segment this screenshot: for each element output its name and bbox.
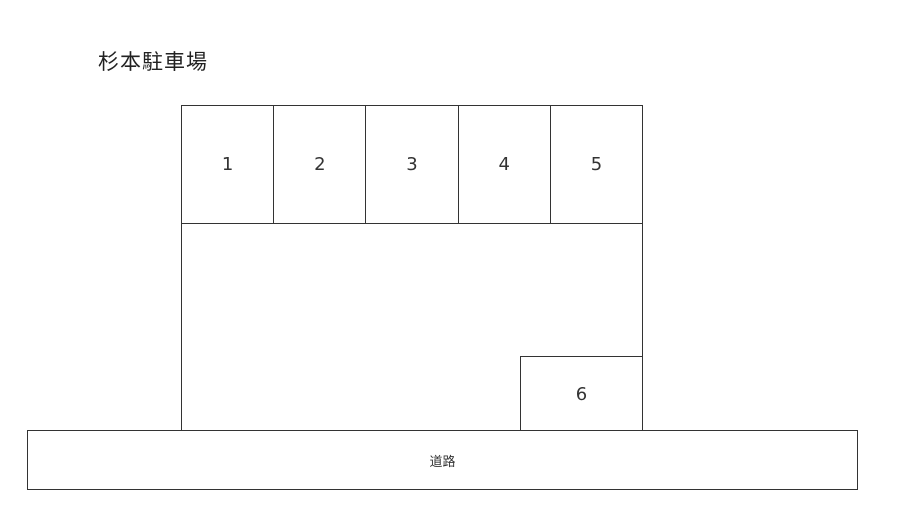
page-title: 杉本駐車場 xyxy=(98,50,208,74)
road-label: 道路 xyxy=(429,454,456,470)
parking-stall-6: 6 xyxy=(520,356,643,432)
road: 道路 xyxy=(27,430,858,490)
parking-stall-4: 4 xyxy=(459,106,551,223)
parking-stall-row: 1 2 3 4 5 xyxy=(181,105,643,224)
parking-stall-5: 5 xyxy=(590,154,603,175)
parking-stall-1: 1 xyxy=(182,106,275,223)
parking-stall-3: 3 xyxy=(366,106,459,223)
parking-stall-2: 2 xyxy=(274,106,367,223)
